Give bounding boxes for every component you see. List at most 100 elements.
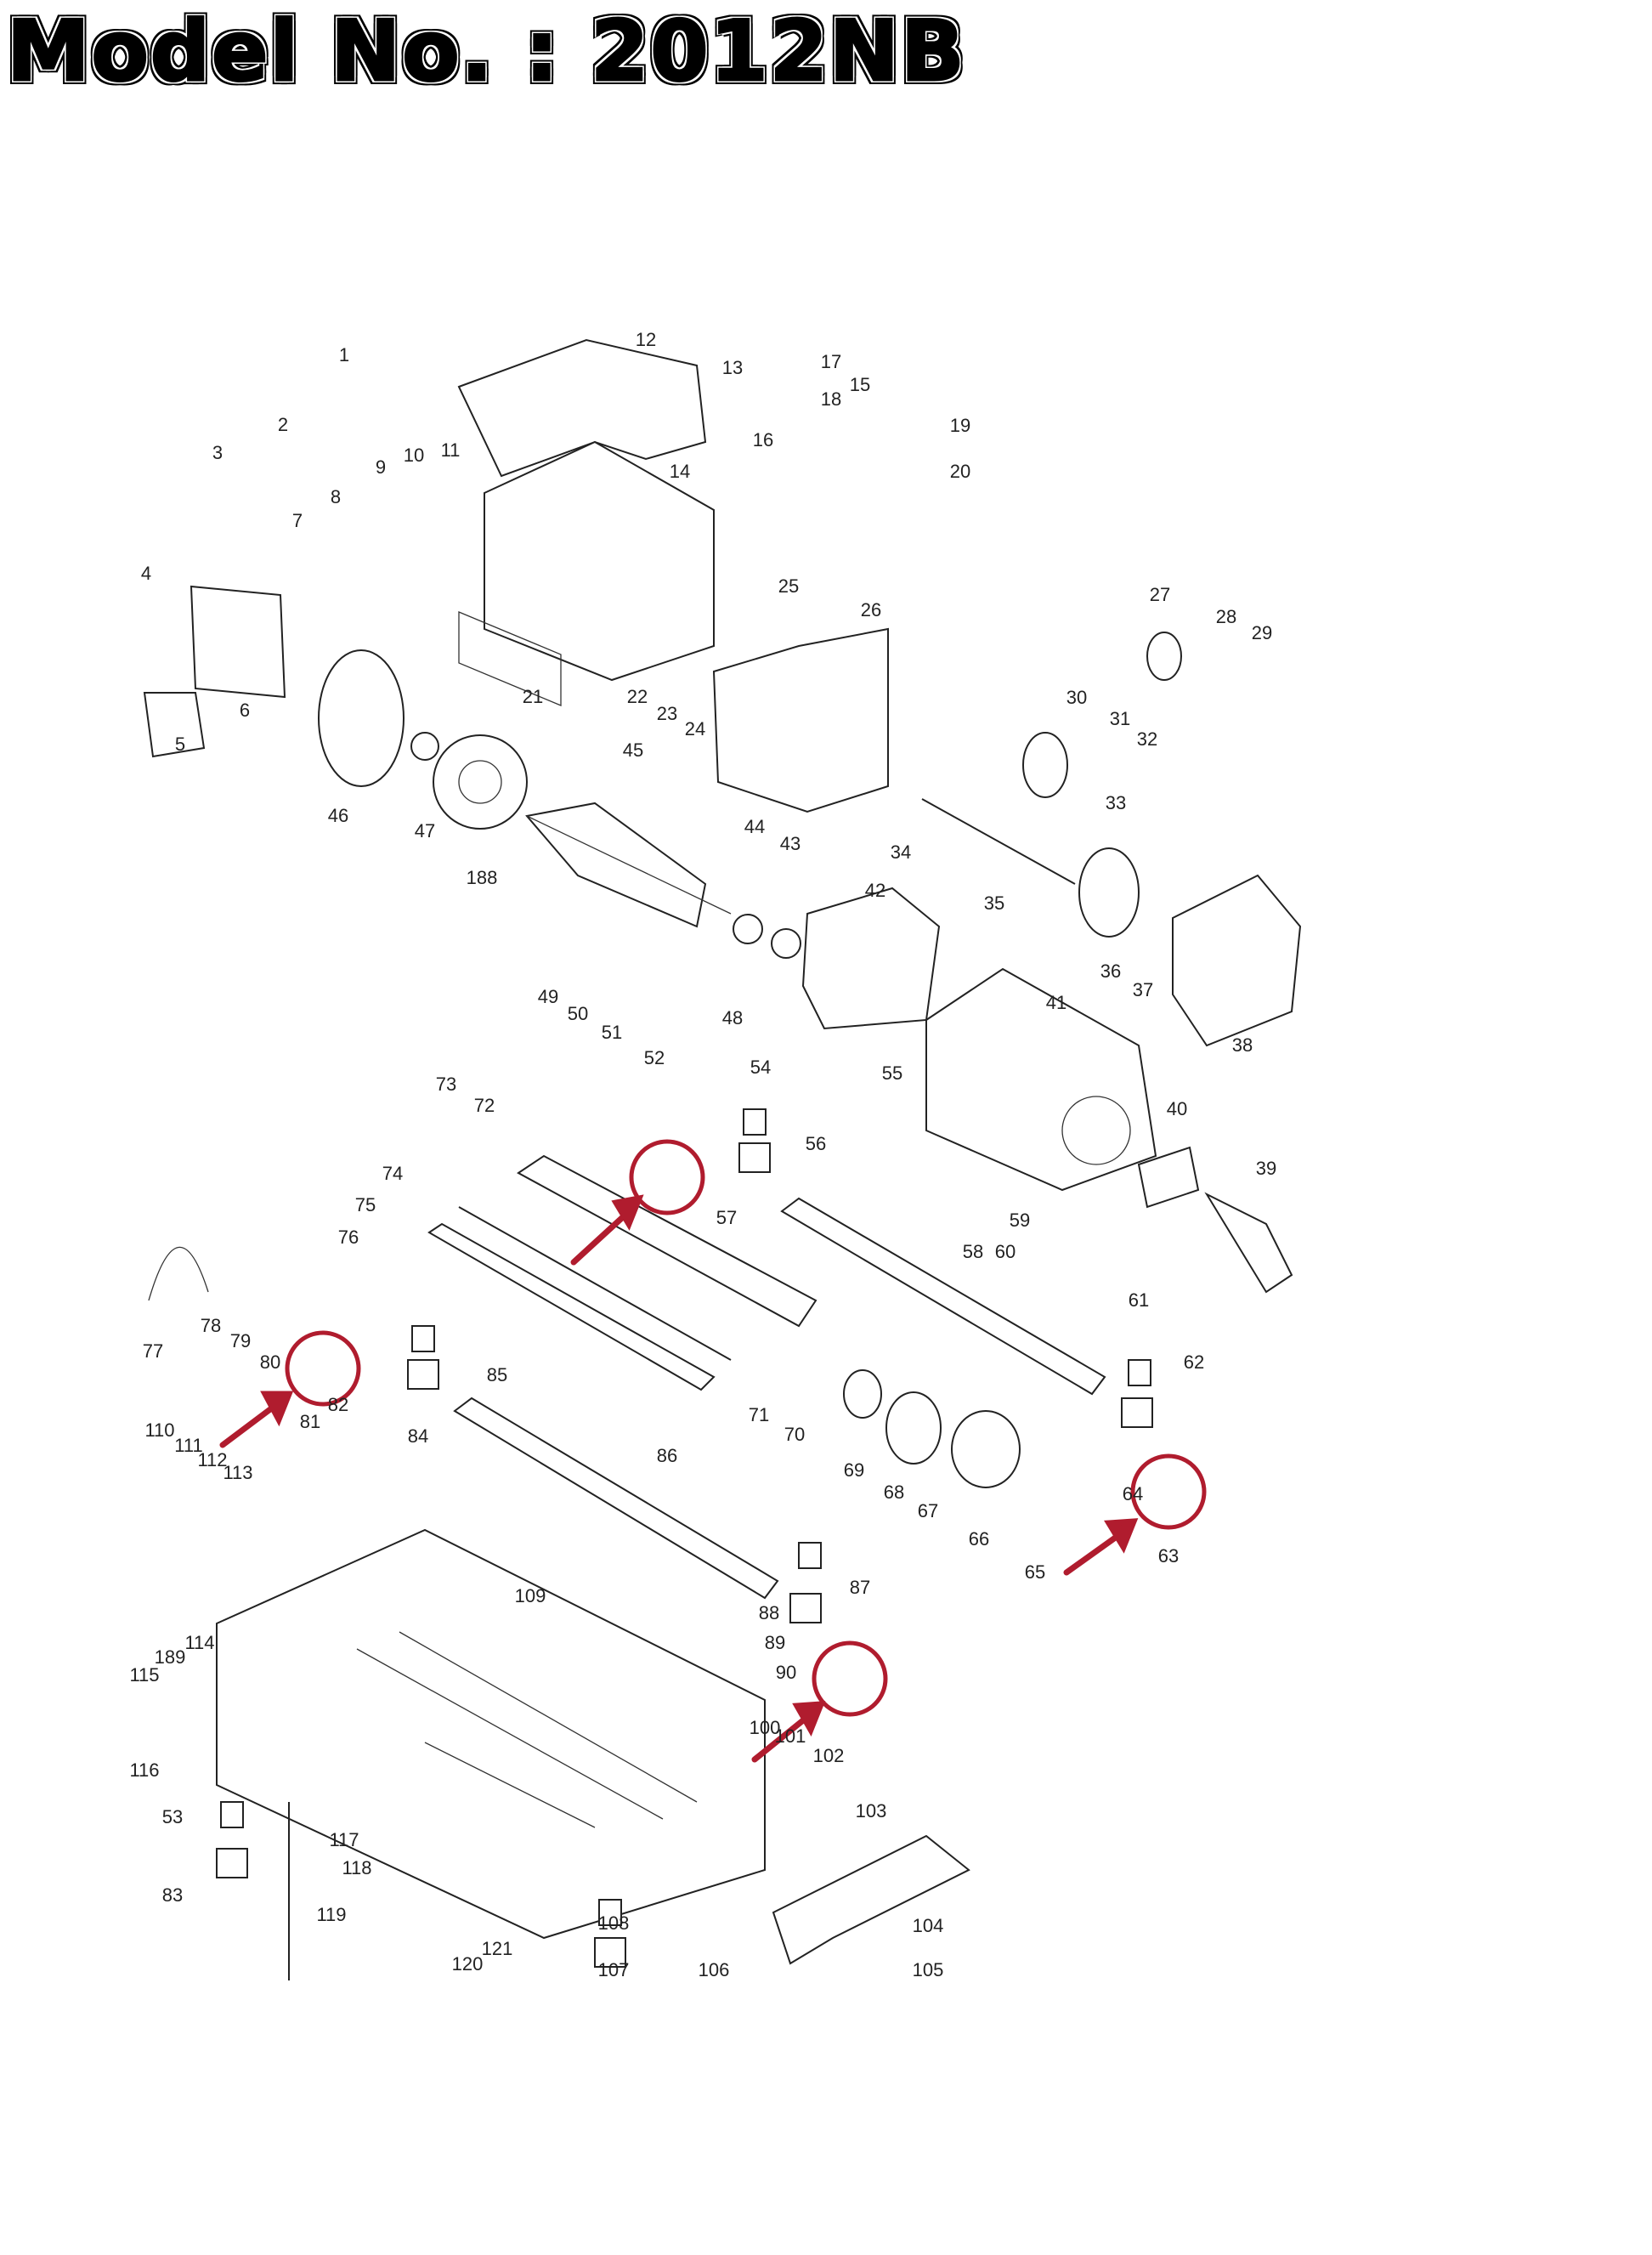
part-label-45: 45 [623,739,643,761]
chip-deflector-shape [772,1834,970,1965]
part-label-66: 66 [969,1528,989,1550]
bracket-38-shape [1172,874,1302,1047]
part-label-52: 52 [644,1047,665,1068]
part-label-113: 113 [223,1462,252,1483]
part-label-53: 53 [162,1806,183,1827]
part-label-42: 42 [865,880,885,901]
part-label-73: 73 [436,1074,456,1095]
part-label-105: 105 [913,1959,944,1980]
bearing-69-shape [843,1369,882,1419]
part-label-12: 12 [636,329,656,350]
part-label-44: 44 [744,816,765,837]
gear-28-shape [1146,632,1182,681]
part-label-103: 103 [856,1800,887,1822]
block-107-shape [594,1937,626,1968]
part-label-19: 19 [950,415,970,436]
part-label-61: 61 [1129,1289,1149,1311]
highlight-arrowhead-part-63 [1104,1518,1139,1554]
part-label-109: 109 [515,1585,546,1606]
part-label-101: 101 [775,1725,806,1747]
highlight-arrowhead-part-81 [260,1391,294,1427]
helical-gear-shape [433,734,528,830]
part-label-79: 79 [230,1330,251,1351]
field-shape [801,887,941,1030]
part-label-16: 16 [753,429,773,450]
part-label-76: 76 [338,1227,359,1248]
part-label-5: 5 [175,734,185,755]
switch-key-shape [143,692,206,758]
part-label-84: 84 [408,1425,428,1447]
part-label-118: 118 [342,1857,371,1878]
motor-vent [1061,1096,1131,1165]
spring-108-shape [598,1899,622,1926]
highlight-arrowhead-part-57 [611,1194,644,1231]
part-label-36: 36 [1100,960,1121,982]
bearing-43-shape [771,928,801,959]
part-label-64: 64 [1123,1483,1143,1504]
part-label-108: 108 [598,1912,630,1934]
part-label-4: 4 [141,563,151,584]
spring-53-shape [220,1801,244,1828]
part-label-33: 33 [1106,792,1126,813]
part-label-7: 7 [292,510,303,531]
blade-74-shape [458,1206,732,1361]
part-label-35: 35 [984,892,1004,914]
highlight-circle-part-63 [1130,1453,1207,1530]
part-label-30: 30 [1066,687,1087,708]
armature-shaft [526,815,732,915]
part-label-74: 74 [382,1163,403,1184]
part-label-60: 60 [995,1241,1016,1262]
highlight-circle-part-57 [629,1139,705,1215]
part-label-85: 85 [487,1364,507,1385]
part-label-57: 57 [716,1207,737,1228]
part-label-71: 71 [749,1404,769,1425]
bearing-44-shape [733,914,763,944]
gear-cover-shape [318,649,405,787]
part-label-116: 116 [129,1759,159,1781]
part-label-43: 43 [780,833,801,854]
part-label-41: 41 [1046,992,1066,1013]
part-label-58: 58 [963,1241,983,1262]
part-label-83: 83 [162,1884,183,1906]
base-shape [216,1528,766,1940]
spring-87-shape [798,1542,822,1569]
pulley-40-shape [1137,1146,1200,1209]
part-label-22: 22 [627,686,648,707]
part-label-54: 54 [750,1057,771,1078]
part-label-189: 189 [155,1646,186,1668]
spring-85-shape [411,1325,435,1352]
part-label-13: 13 [722,357,743,378]
part-label-77: 77 [143,1340,163,1362]
model-number-title: Model No. : 2012NB [6,3,966,102]
cutter-drum-shape [517,1154,818,1328]
part-drawings [143,338,1302,1980]
part-label-115: 115 [129,1664,159,1686]
bearing-47-shape [410,732,439,761]
top-cover-shape [457,338,707,478]
part-label-112: 112 [197,1449,227,1470]
part-label-23: 23 [657,703,677,724]
block-64-shape [1121,1397,1153,1428]
part-label-10: 10 [404,445,424,466]
part-label-50: 50 [568,1003,588,1024]
roller-86-shape [453,1397,779,1600]
highlight-markers [219,1139,1207,1763]
part-label-111: 111 [174,1435,202,1456]
part-label-114: 114 [184,1632,214,1653]
label-plate-shape [458,611,562,706]
housing-68-shape [885,1391,942,1465]
highlight-circle-part-90 [812,1640,888,1717]
part-label-25: 25 [778,575,799,597]
part-label-90: 90 [776,1662,796,1683]
part-label-38: 38 [1232,1034,1253,1056]
shaft-35-shape [921,798,1076,885]
part-label-104: 104 [913,1915,944,1936]
part-label-87: 87 [850,1577,870,1598]
part-label-51: 51 [602,1022,622,1043]
pulley-66-shape [951,1410,1021,1488]
part-label-69: 69 [844,1459,864,1481]
belt-39-shape [1204,1192,1293,1294]
part-label-121: 121 [482,1938,513,1959]
part-label-78: 78 [201,1315,221,1336]
